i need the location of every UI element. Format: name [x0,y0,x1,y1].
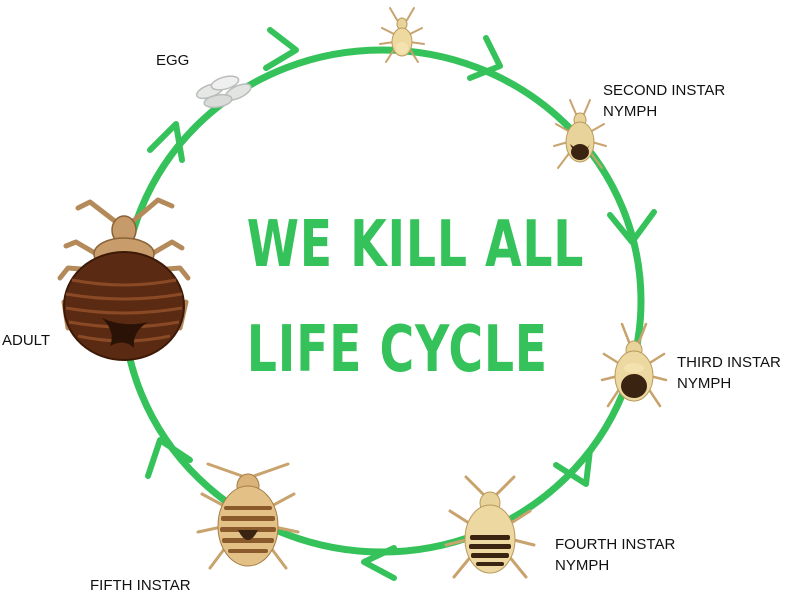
third-instar-nymph [600,322,668,408]
label-third-instar-line2: NYMPH [677,375,732,392]
label-fourth-instar-line2: NYMPH [555,557,610,574]
second-instar-nymph [553,99,607,169]
label-fifth-instar: FIFTH INSTAR [90,577,191,594]
fifth-instar-nymph [196,462,300,570]
cycle-arrow [467,35,503,81]
cycle-arrow [147,121,185,163]
cycle-arrow [263,27,299,71]
cycle-arrow [553,447,593,487]
first-nymph [379,7,425,63]
egg-cluster [195,75,252,109]
cycle-arrow [361,545,397,581]
label-second-instar-line1: SECOND INSTAR [603,82,726,99]
cycle-arrow [145,437,193,479]
label-second-instar: SECOND INSTAR NYMPH [603,80,725,122]
label-adult: ADULT [2,332,51,349]
label-egg: EGG [156,52,190,69]
adult-bed-bug [57,197,191,361]
cycle-arrow [607,209,657,245]
label-second-instar-line2: NYMPH [603,103,658,120]
label-third-instar: THIRD INSTAR NYMPH [677,352,781,394]
headline-line-2: LIFE CYCLE [246,313,548,387]
headline-line-1: WE KILL ALL [246,208,585,282]
label-fourth-instar: FOURTH INSTAR NYMPH [555,534,675,576]
label-fourth-instar-line1: FOURTH INSTAR [555,536,676,553]
cycle-ring [119,46,645,556]
label-third-instar-line1: THIRD INSTAR [677,354,781,371]
fourth-instar-nymph [444,475,536,579]
